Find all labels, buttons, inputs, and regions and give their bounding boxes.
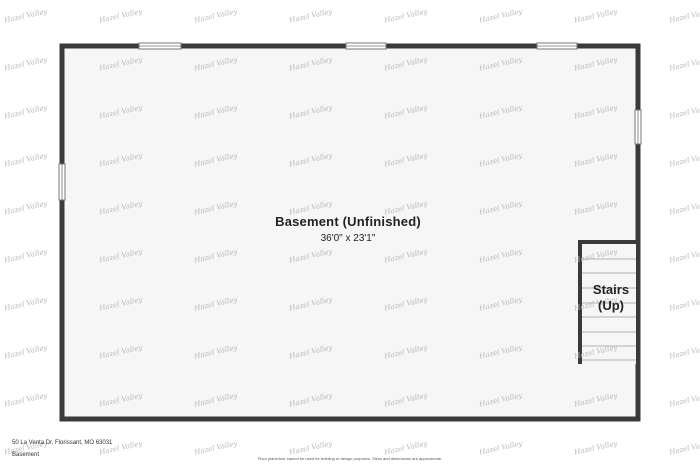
stairs [578, 240, 638, 364]
stairs-label-line1: Stairs [592, 282, 630, 297]
window-right [634, 109, 642, 145]
room-name-label: Basement (Unfinished) [275, 214, 421, 229]
room-dimensions-label: 36'0" x 23'1" [320, 233, 376, 244]
stair-treads [582, 258, 636, 361]
window-top-left [138, 42, 182, 50]
disclaimer: Floor plans/tour cannot be used for buil… [257, 456, 443, 461]
window-top-middle [345, 42, 387, 50]
window-left [58, 163, 66, 201]
property-address: 50 La Venta Dr, Florissant, MO 63031 [12, 440, 113, 446]
window-top-right [536, 42, 578, 50]
stairs-label-line2: (Up) [598, 298, 624, 313]
room-floor [62, 46, 638, 419]
stairs-label: Stairs (Up) [585, 282, 637, 314]
floor-name: Basement [12, 452, 40, 458]
